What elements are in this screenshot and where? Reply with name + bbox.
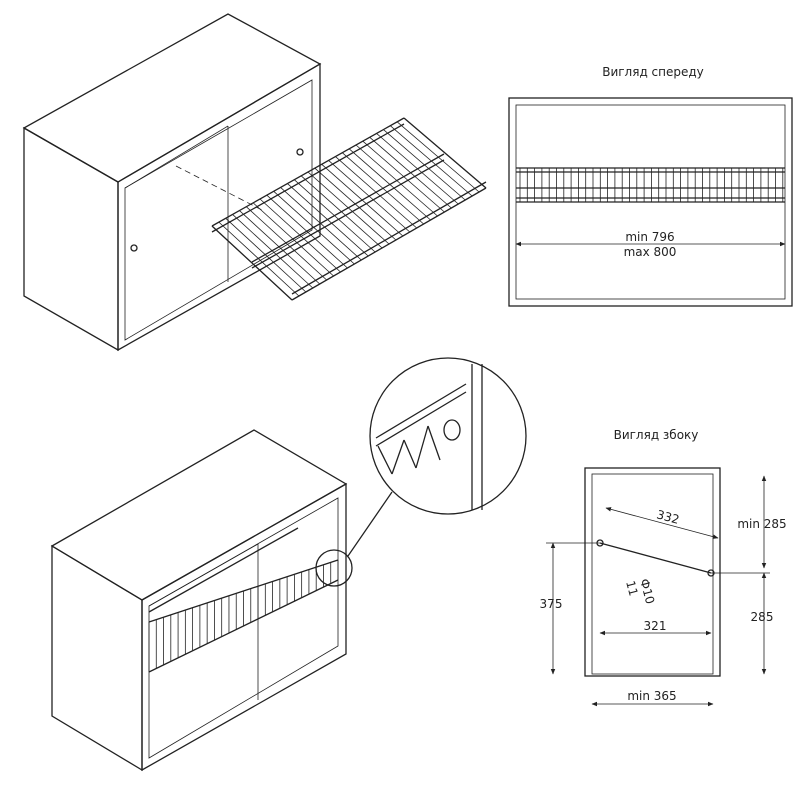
front-view-title: Вигляд спереду [602,65,704,79]
dim-min-796: min 796 [625,230,674,244]
rack-wire [252,202,334,277]
cabinet-iso-bottom [50,429,393,772]
dim-min-285: min 285 [737,517,786,531]
detail-wire [377,445,393,475]
rack-wire [376,133,459,205]
rack-wire [307,171,390,245]
detail-wire [403,439,417,469]
rack-wire [211,225,293,301]
dim-375: 375 [540,597,563,611]
dim-321: 321 [644,619,667,633]
rack-wire [259,198,341,273]
detail-wire [391,439,405,475]
rack-wire [266,194,348,269]
dim-diameter-10: Ф10 [637,577,657,605]
rack-wire [273,190,355,265]
rack-wire [280,187,362,261]
rack-wire [300,175,383,249]
detail-wire [427,425,441,461]
rack-wire [225,217,307,293]
rack-wire [321,163,404,237]
rack-wire [390,125,473,197]
rack-wire [335,156,417,229]
rack-wire [355,144,438,217]
rack-wire [369,136,452,209]
rack-wire [362,140,445,213]
dim-11: 11 [623,579,640,597]
side-view-title: Вигляд збоку [614,428,699,442]
rack-wire [246,206,327,281]
dim-285-bottom: 285 [751,610,774,624]
rack-wire [314,167,397,241]
rack-wire [383,129,466,201]
side-view: Вигляд збоку 332 Ф10 11 321 375 285 min … [540,428,787,707]
detail-view [369,357,527,515]
detail-wire [415,425,429,469]
dim-332: 332 [655,507,681,526]
rack-wire [396,121,480,193]
dish-rack-bottom [148,527,339,673]
front-view: Вигляд спереду min 796 max 800 [508,65,793,307]
dim-min-365: min 365 [627,689,676,703]
rack-wire [218,221,300,297]
rack-wire [239,210,320,285]
rack-wire [328,160,411,233]
dim-max-800: max 800 [624,245,677,259]
dish-rack-top [211,117,487,301]
rack-wire [232,214,314,289]
rack-wire [342,152,424,225]
rack-wire [403,117,487,189]
rack-wire [294,179,376,253]
rack-wire [348,148,431,221]
cabinet-iso-top [22,13,322,352]
rack-wire [287,183,369,257]
